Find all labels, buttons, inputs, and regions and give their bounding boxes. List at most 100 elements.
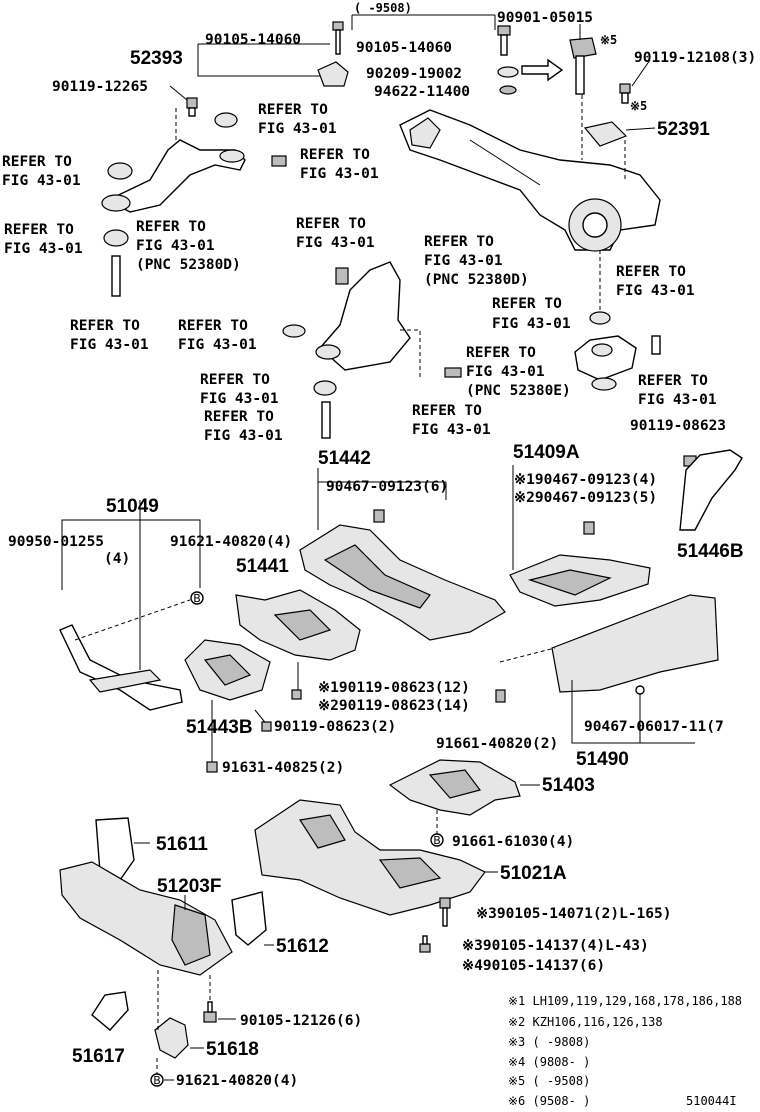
clip-b-icon-1: B (190, 591, 204, 605)
clip-b-label-1: B (193, 592, 201, 605)
insulator-g-icon (591, 377, 617, 391)
insulator-b-icon (107, 162, 133, 180)
refer-16-line2: FIG 43-01 (412, 422, 491, 438)
refer-8-line1: REFER TO (616, 264, 686, 280)
frame-51203F-icon (59, 861, 233, 976)
label-date-range-top: ( -9508) (354, 1, 412, 15)
label-52391: 52391 (657, 119, 710, 140)
label-51611: 51611 (156, 834, 208, 855)
label-90105-14137-4: ※390105-14137(4)L-43) (462, 938, 649, 954)
bracket-52393-icon (317, 61, 349, 87)
refer-10-line1: REFER TO (70, 318, 140, 334)
dash-center (400, 329, 421, 378)
refer-12-line3: (PNC 52380E) (466, 383, 571, 399)
label-note1-90467-09123: ※190467-09123(4) (514, 472, 657, 488)
washer-94622-11400-icon (499, 85, 517, 95)
label-90105-14137-6: ※490105-14137(6) (462, 958, 605, 974)
arrow-icon (521, 58, 564, 82)
diagram-id: 510044I (686, 1094, 737, 1108)
engine-mount-bracket-left-icon (101, 139, 246, 213)
footnote-3: ※3 ( -9808) (508, 1035, 590, 1049)
refer-4-line2: FIG 43-01 (4, 241, 83, 257)
refer-4-line1: REFER TO (4, 222, 74, 238)
label-note1-90119-08623: ※190119-08623(12) (318, 680, 470, 696)
under-cover-51409A-icon (509, 554, 651, 607)
washer-90209-19002-icon (497, 66, 519, 78)
refer-7-line1: REFER TO (424, 234, 494, 250)
label-note5-top: ※5 (600, 33, 617, 47)
refer-5-line3: (PNC 52380D) (136, 257, 241, 273)
engine-mount-right-icon (574, 335, 637, 381)
bar-51049-icon (59, 624, 183, 711)
nut-right-icon (271, 155, 287, 167)
bolt-91631-40825-icon (206, 761, 218, 773)
footnote-2: ※2 KZH106,116,126,138 (508, 1015, 663, 1029)
footnote-1: ※1 LH109,119,129,168,178,186,188 (508, 994, 742, 1008)
refer-2-line2: FIG 43-01 (300, 166, 379, 182)
bracket-52391-icon (583, 121, 628, 147)
refer-12-line1: REFER TO (466, 345, 536, 361)
bolt-90105-14137-icon (419, 935, 431, 953)
label-90119-12265: 90119-12265 (52, 79, 148, 95)
refer-10-line2: FIG 43-01 (70, 337, 149, 353)
refer-11-line2: FIG 43-01 (178, 337, 257, 353)
label-91661-61030: 91661-61030(4) (452, 834, 574, 850)
label-51021A: 51021A (500, 863, 567, 884)
label-51203F: 51203F (157, 876, 221, 897)
refer-1-line1: REFER TO (258, 102, 328, 118)
label-90105-14060-a: 90105-14060 (205, 32, 301, 48)
bolt-right-2-icon (444, 367, 462, 378)
footnote-5: ※5 ( -9508) (508, 1074, 590, 1088)
label-90105-14071: ※390105-14071(2)L-165) (476, 906, 671, 922)
bracket-51617-icon (91, 991, 129, 1031)
stud-90901-05015-icon (569, 24, 597, 95)
refer-9-line1: REFER TO (492, 296, 562, 312)
bracket-51490 (571, 680, 695, 744)
refer-7-line3: (PNC 52380D) (424, 272, 529, 288)
label-51612: 51612 (276, 936, 329, 957)
bolt-90119-12265-icon (186, 97, 198, 117)
label-note2-90119-08623: ※290119-08623(14) (318, 698, 470, 714)
refer-13-line1: REFER TO (638, 373, 708, 389)
bracket-51403-icon (388, 759, 521, 816)
label-51403: 51403 (542, 775, 595, 796)
footnote-6: ※6 (9508- ) (508, 1094, 590, 1108)
bolt-90119-12108-icon (619, 83, 631, 104)
refer-1-line2: FIG 43-01 (258, 121, 337, 137)
refer-8-line2: FIG 43-01 (616, 283, 695, 299)
label-94622-11400: 94622-11400 (374, 84, 470, 100)
label-51441: 51441 (236, 556, 289, 577)
label-51618: 51618 (206, 1039, 259, 1060)
clip-91661-40820-icon (495, 689, 506, 703)
label-91621-40820-b: 91621-40820(4) (176, 1073, 298, 1089)
clip-90467-09123-a-icon (373, 509, 385, 523)
dash-51490 (499, 647, 556, 663)
cover-51446B-icon (679, 449, 743, 531)
refer-7-line2: FIG 43-01 (424, 253, 503, 269)
label-51443B: 51443B (186, 717, 253, 738)
refer-5-line1: REFER TO (136, 219, 206, 235)
label-90105-12126: 90105-12126(6) (240, 1013, 362, 1029)
bolt-90105-14071-icon (439, 897, 451, 927)
label-90119-08623-2: 90119-08623(2) (274, 719, 396, 735)
label-90950-01255-qty: (4) (104, 551, 130, 567)
dash-51049 (74, 599, 191, 641)
leader-90119-12108 (631, 59, 651, 87)
bolt-right-icon (651, 335, 661, 355)
refer-14-line2: FIG 43-01 (200, 391, 279, 407)
footnote-4: ※4 (9808- ) (508, 1055, 590, 1069)
refer-3-line2: FIG 43-01 (2, 173, 81, 189)
label-90119-08623: 90119-08623 (630, 418, 726, 434)
bracket-51618-icon (154, 1017, 189, 1059)
insulator-c-icon (103, 229, 129, 247)
under-cover-51442-icon (299, 524, 506, 641)
refer-5-line2: FIG 43-01 (136, 238, 215, 254)
label-51409A: 51409A (513, 442, 580, 463)
clip-90467-09123-b-icon (583, 521, 595, 535)
label-90467-09123-6: 90467-09123(6) (326, 479, 448, 495)
clip-b-icon-3: B (150, 1073, 164, 1087)
label-91631-40825: 91631-40825(2) (222, 760, 344, 776)
label-51442: 51442 (318, 448, 371, 469)
label-90209-19002: 90209-19002 (366, 66, 462, 82)
